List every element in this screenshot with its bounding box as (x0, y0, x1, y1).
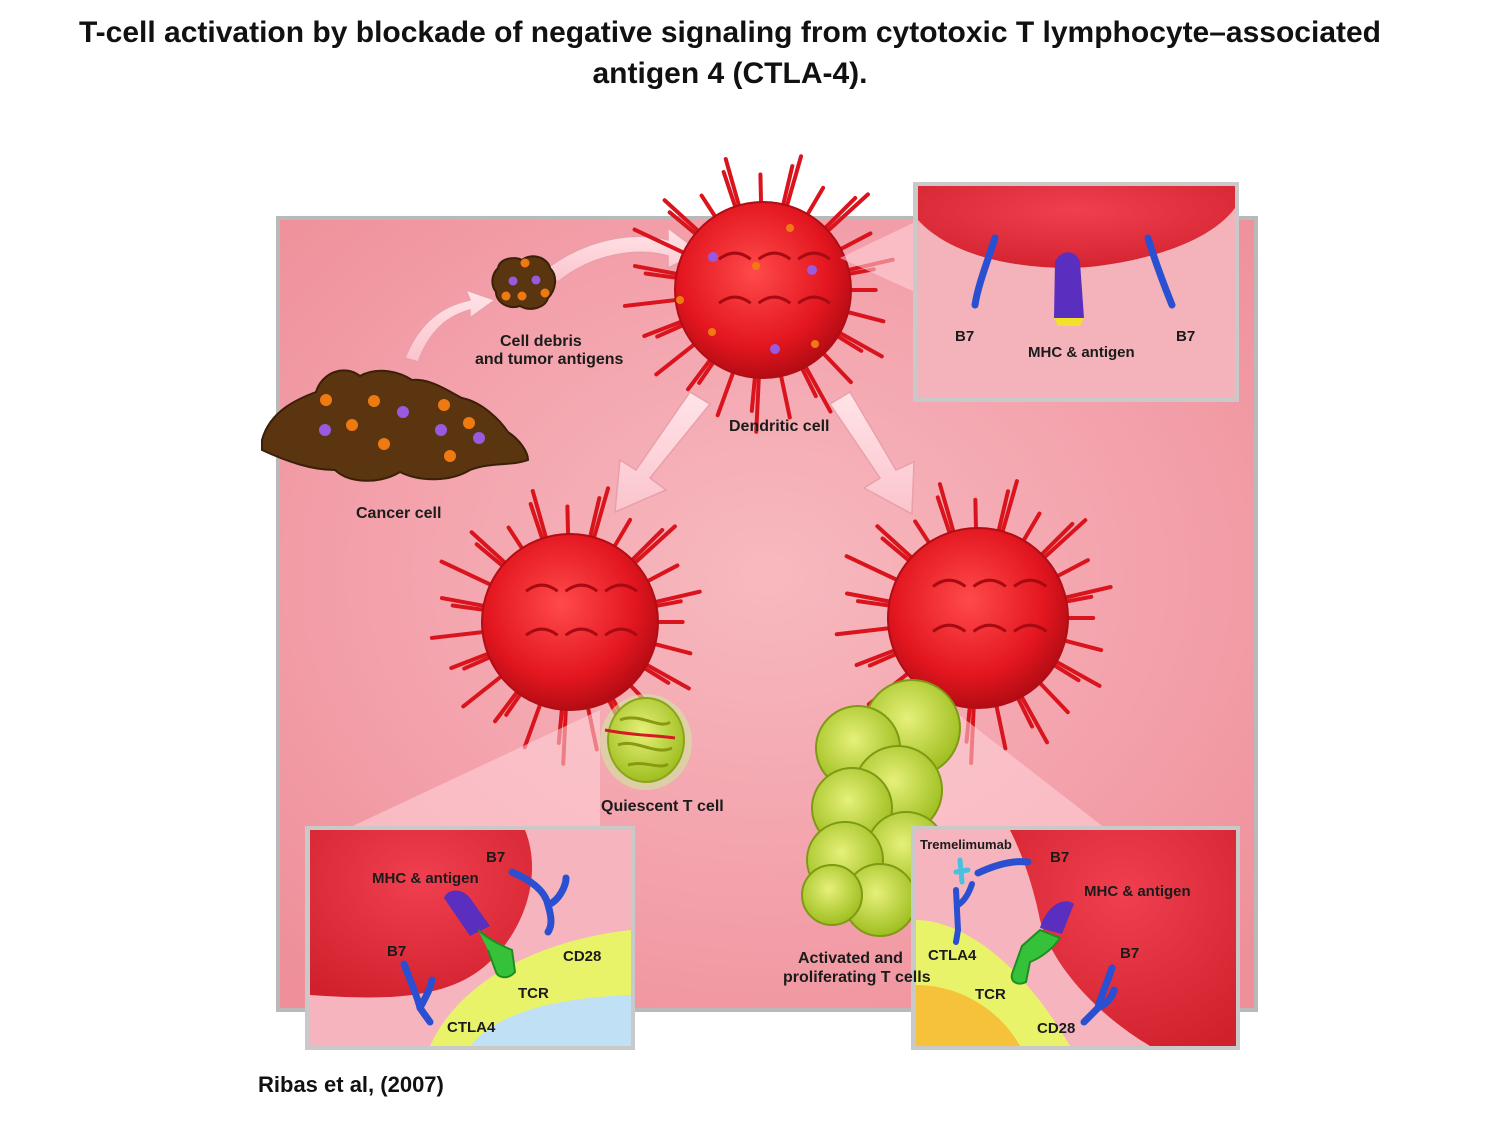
cell-spike (782, 154, 804, 216)
dendritic-antigen-dots (676, 224, 819, 354)
tcr-receptor (1010, 928, 1062, 985)
cell-fold (797, 251, 831, 261)
cell-body (674, 201, 852, 379)
inset-bottom-left: MHC & antigen B7 CD28 B7 TCR CTLA4 (305, 826, 635, 1050)
cell-spike (632, 227, 694, 259)
label-cd28: CD28 (1037, 1020, 1075, 1037)
cd28-receptor (1080, 964, 1118, 1026)
cell-spike (429, 629, 494, 640)
label-dendritic-cell: Dendritic cell (729, 418, 829, 435)
cell-body (887, 527, 1069, 709)
cell-fold (718, 251, 752, 261)
cell-fold (718, 295, 752, 305)
cancer-cell (261, 369, 530, 482)
label-activated: Activated and (798, 950, 903, 967)
cell-spike (819, 192, 870, 239)
cell-spike (834, 625, 900, 637)
label-quiescent-t-cell: Quiescent T cell (601, 798, 724, 815)
dendritic-cell (622, 154, 895, 434)
cell-spike (589, 486, 611, 548)
cell-spike (626, 524, 677, 571)
cell-spike (439, 559, 501, 591)
cell-body (481, 533, 659, 711)
cell-fold (564, 627, 599, 637)
cell-fold (972, 578, 1007, 588)
cell-fold (1013, 623, 1048, 633)
cell-fold (525, 583, 559, 593)
ctla4-receptor (953, 881, 975, 945)
arrow-dendritic-to-right (828, 390, 915, 516)
label-ctla4: CTLA4 (928, 947, 977, 964)
b7-receptor (974, 858, 1032, 877)
page-title: T-cell activation by blockade of negativ… (78, 16, 1382, 90)
cell-debris (491, 255, 556, 310)
label-cell-debris: Cell debris (500, 333, 582, 350)
cell-fold (1013, 578, 1048, 588)
activated-t-cell (801, 864, 863, 926)
cell-fold (604, 627, 638, 637)
cell-fold (525, 627, 559, 637)
mhc-antigen (444, 890, 490, 936)
label-mhc-antigen: MHC & antigen (1028, 344, 1135, 361)
tcr-receptor (477, 929, 517, 979)
dendritic-cell-left (429, 486, 702, 766)
cell-fold (604, 583, 638, 593)
cell-spike (844, 554, 907, 586)
cell-spike (622, 297, 687, 308)
cell-fold (757, 251, 792, 261)
cell-spike (998, 479, 1019, 543)
label-b7: B7 (1050, 849, 1069, 866)
label-tumor-antigens: and tumor antigens (475, 351, 624, 368)
arrow-cancer-to-debris (404, 288, 497, 363)
activated-t-cells (801, 679, 961, 937)
cell-spike (1035, 518, 1088, 566)
label-tcr: TCR (975, 986, 1006, 1003)
label-b7: B7 (486, 849, 505, 866)
arrow-dendritic-to-left (614, 390, 712, 514)
cell-fold (564, 583, 599, 593)
inset-top: B7 MHC & antigen B7 (913, 182, 1239, 402)
label-tremelimumab: Tremelimumab (920, 837, 1012, 852)
label-cd28: CD28 (563, 948, 601, 965)
label-proliferating: proliferating T cells (783, 969, 931, 986)
label-tcr: TCR (518, 985, 549, 1002)
cell-fold (972, 623, 1007, 633)
label-mhc-antigen: MHC & antigen (372, 870, 479, 887)
cell-spike (799, 357, 833, 414)
zoom-cones (340, 222, 1110, 832)
cell-spike (754, 367, 762, 434)
mhc-antigen (1040, 901, 1074, 934)
label-ctla4: CTLA4 (447, 1019, 496, 1036)
cell-fold (932, 623, 967, 633)
label-b7: B7 (1120, 945, 1139, 962)
label-mhc-antigen: MHC & antigen (1084, 883, 1191, 900)
label-b7: B7 (955, 328, 974, 345)
label-b7: B7 (387, 943, 406, 960)
tremelimumab-antibody (953, 857, 971, 885)
b7-receptor (971, 234, 999, 309)
tumor-antigen-dots (319, 394, 485, 462)
b7-receptor (1144, 234, 1176, 309)
quiescent-t-cell (600, 694, 692, 790)
citation: Ribas et al, (2007) (258, 1072, 444, 1097)
cell-fold (757, 295, 792, 305)
label-cancer-cell: Cancer cell (356, 505, 441, 522)
label-b7: B7 (1176, 328, 1195, 345)
cell-fold (932, 578, 967, 588)
ctla4-receptor (400, 960, 436, 1026)
inset-bottom-right: Tremelimumab B7 MHC & antigen CTLA4 B7 T… (911, 826, 1240, 1050)
mhc-antigen (1054, 252, 1084, 326)
cell-fold (797, 295, 831, 305)
b7-receptor (508, 868, 570, 936)
cell-spike (1015, 686, 1050, 745)
